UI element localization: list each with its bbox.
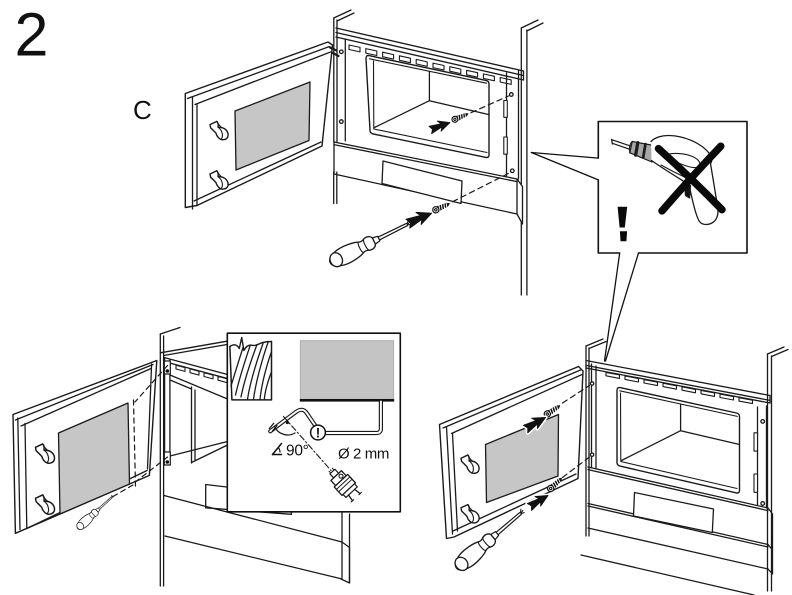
svg-text:Ø 2 mm: Ø 2 mm (338, 446, 389, 463)
svg-text:90°: 90° (286, 443, 309, 460)
svg-text:C: C (133, 95, 152, 125)
svg-text:!: ! (316, 426, 321, 441)
svg-text:2: 2 (15, 1, 49, 69)
